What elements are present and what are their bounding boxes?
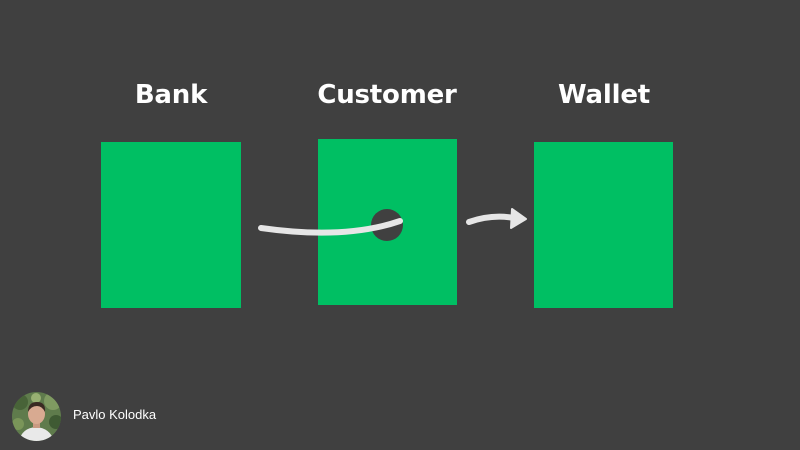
bank-label: Bank xyxy=(134,80,208,110)
arrowhead-icon xyxy=(510,208,527,229)
avatar-photo-icon xyxy=(12,392,61,441)
bank-box xyxy=(101,142,241,308)
customer-to-wallet-arrow xyxy=(466,213,517,225)
author-name: Pavlo Kolodka xyxy=(73,407,157,422)
bank-to-customer-connector xyxy=(258,218,403,236)
author-avatar xyxy=(12,392,61,441)
wallet-box xyxy=(534,142,673,308)
customer-label: Customer xyxy=(317,80,457,110)
wallet-label: Wallet xyxy=(558,80,650,110)
